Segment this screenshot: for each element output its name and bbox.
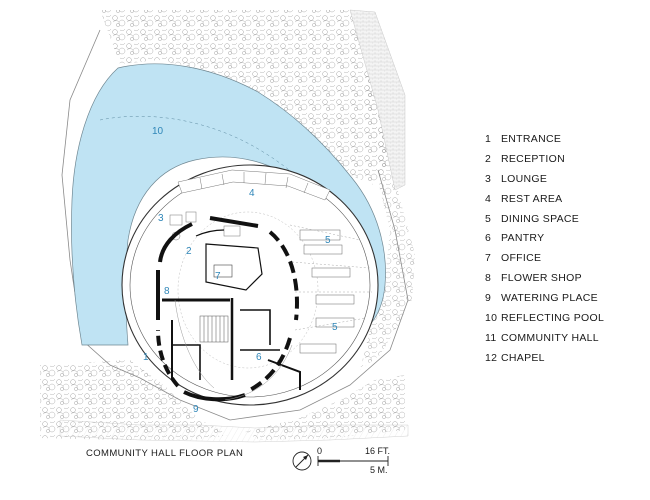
legend-item: 2 RECEPTION (485, 149, 604, 169)
label-pool: 10 (152, 126, 164, 137)
legend-item: 4 REST AREA (485, 189, 604, 209)
legend-item: 3 LOUNGE (485, 169, 604, 189)
legend-number: 12 (485, 351, 498, 364)
legend-item: 5 DINING SPACE (485, 209, 604, 229)
plan-labels: 10 3 4 5 5 2 7 8 1 6 9 (143, 126, 338, 415)
legend-label: PANTRY (501, 232, 545, 245)
building-outer-ring (121, 164, 379, 406)
rest-area-furniture (177, 169, 331, 201)
legend-label: OFFICE (501, 252, 542, 265)
label-office: 7 (215, 271, 221, 282)
legend-label: FLOWER SHOP (501, 272, 582, 285)
scale-bar (317, 456, 389, 466)
legend-number: 2 (485, 152, 492, 165)
label-pantry: 6 (256, 352, 262, 363)
label-reception: 2 (186, 246, 192, 257)
interior-walls (156, 216, 301, 402)
scale-zero: 0 (317, 446, 323, 456)
legend-number: 5 (485, 212, 492, 225)
legend-number: 9 (485, 292, 492, 305)
label-flower-shop: 8 (164, 286, 170, 297)
tree-canopy-bottom-left (40, 360, 230, 440)
legend-item: 9 WATERING PLACE (485, 288, 604, 308)
legend-number: 4 (485, 192, 492, 205)
passage-lines (174, 299, 293, 401)
legend-label: DINING SPACE (501, 212, 580, 225)
building-inner-ring (177, 211, 319, 369)
tree-canopy-bottom-right (245, 375, 405, 440)
scale-feet: 16 FT. (365, 446, 391, 456)
legend-number: 3 (485, 172, 492, 185)
legend-label: WATERING PLACE (501, 292, 598, 305)
legend-item: 11 COMMUNITY HALL (485, 328, 604, 348)
legend-number: 8 (485, 272, 492, 285)
label-rest-area: 4 (249, 188, 255, 199)
legend-number: 1 (485, 132, 492, 145)
label-lounge: 3 (158, 213, 164, 224)
walkway-bottom (59, 419, 409, 443)
legend-number: 6 (485, 232, 492, 245)
legend-number: 7 (485, 252, 492, 265)
label-entrance: 1 (143, 352, 149, 363)
walkway-right (349, 9, 406, 191)
label-watering-place: 9 (193, 404, 199, 415)
label-dining-lower: 5 (332, 322, 338, 333)
site-ground (61, 29, 409, 421)
office-desk (213, 264, 233, 278)
legend-label: LOUNGE (501, 172, 548, 185)
legend-label: RECEPTION (501, 152, 565, 165)
legend-item: 8 FLOWER SHOP (485, 268, 604, 288)
legend: 1 ENTRANCE 2 RECEPTION 3 LOUNGE 4 REST AREA 5 DIN… (485, 129, 604, 368)
legend-label: REFLECTING POOL (501, 311, 605, 324)
legend-label: REST AREA (501, 192, 563, 205)
legend-label: CHAPEL (501, 351, 545, 364)
scale-meters: 5 M. (370, 465, 388, 475)
caption: COMMUNITY HALL FLOOR PLAN (86, 448, 244, 459)
stairs (199, 315, 229, 343)
legend-label: ENTRANCE (501, 132, 562, 145)
north-arrow-icon (292, 451, 312, 471)
legend-number: 10 (485, 311, 498, 324)
legend-number: 11 (485, 331, 497, 344)
legend-item: 1 ENTRANCE (485, 129, 604, 149)
legend-item: 7 OFFICE (485, 248, 604, 268)
label-dining-upper: 5 (325, 235, 331, 246)
legend-item: 6 PANTRY (485, 228, 604, 248)
dining-furniture (289, 224, 372, 354)
legend-label: COMMUNITY HALL (501, 331, 599, 344)
